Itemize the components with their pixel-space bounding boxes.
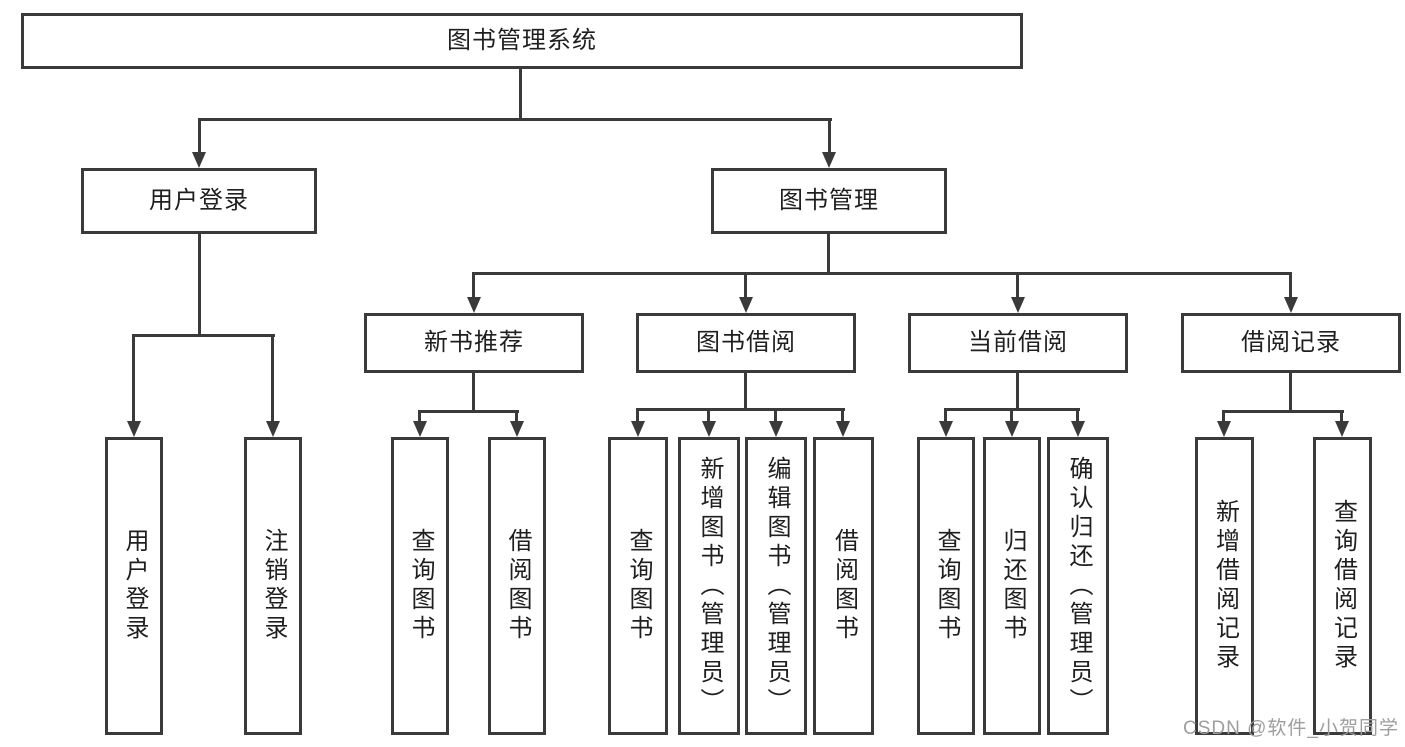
node-borrow-books-leaf: 借阅图书 [813,437,874,735]
connector-drop [744,373,747,411]
connector-line [198,118,201,154]
connector-line [774,408,777,423]
arrow-down-icon [702,421,716,437]
node-query-books-current: 查询图书 [917,437,975,735]
arrow-down-icon [631,421,645,437]
connector-bar [418,410,519,413]
node-user-login-branch: 用户登录 [81,168,317,234]
connector-line [841,408,844,423]
connector-level2-bar [472,272,1292,275]
connector-line [472,272,475,299]
connector-drop [1289,373,1292,413]
connector-line [1222,410,1225,423]
arrow-down-icon [1071,421,1085,437]
arrow-down-icon [510,421,524,437]
arrow-down-icon [413,421,427,437]
arrow-down-icon [939,421,953,437]
connector-line [636,408,639,423]
node-return-books: 归还图书 [983,437,1041,735]
connector-line [132,334,135,423]
connector-line [515,410,518,423]
connector-line [1340,410,1343,423]
connector-line [707,408,710,423]
connector-root-drop [519,69,522,121]
arrow-down-icon [1335,421,1349,437]
connector-user-login-bar [132,334,275,337]
node-query-books-recommend: 查询图书 [391,437,449,735]
node-new-book-recommendation: 新书推荐 [364,313,584,373]
node-add-borrow-record: 新增借阅记录 [1195,437,1254,735]
arrow-down-icon [822,152,836,168]
connector-drop [1016,373,1019,411]
node-logout: 注销登录 [244,437,302,735]
connector-line [1076,408,1079,423]
arrow-down-icon [266,421,280,437]
node-query-books-borrow: 查询图书 [608,437,668,735]
arrow-down-icon [769,421,783,437]
connector-bar [636,408,845,411]
node-confirm-return-admin: 确认归还（管理员） [1047,437,1109,735]
connector-book-mgmt-drop [827,234,830,275]
node-user-login-leaf: 用户登录 [105,437,163,735]
arrow-down-icon [836,421,850,437]
arrow-down-icon [1217,421,1231,437]
arrow-down-icon [1284,297,1298,313]
node-edit-books-admin: 编辑图书（管理员） [745,437,807,735]
connector-line [418,410,421,423]
connector-bar [1222,410,1344,413]
node-book-borrowing: 图书借阅 [636,313,856,373]
connector-line [1010,408,1013,423]
arrow-down-icon [1011,297,1025,313]
node-borrowing-records: 借阅记录 [1181,313,1401,373]
connector-user-login-drop [198,234,201,337]
arrow-down-icon [1005,421,1019,437]
node-borrow-books-recommend: 借阅图书 [488,437,546,735]
connector-line [944,408,947,423]
node-current-borrowing: 当前借阅 [908,313,1128,373]
node-add-books-admin: 新增图书（管理员） [678,437,740,735]
connector-line [828,118,831,154]
connector-level1-bar [198,118,832,121]
connector-line [1016,272,1019,299]
connector-line [744,272,747,299]
node-query-borrow-record: 查询借阅记录 [1313,437,1372,735]
arrow-down-icon [739,297,753,313]
arrow-down-icon [467,297,481,313]
csdn-watermark: CSDN @软件_小贺同学 [1183,718,1399,739]
node-library-management-system: 图书管理系统 [21,13,1023,69]
node-book-management-branch: 图书管理 [711,168,947,234]
connector-drop [472,373,475,413]
connector-line [1289,272,1292,299]
arrow-down-icon [192,152,206,168]
arrow-down-icon [127,421,141,437]
connector-line [271,334,274,423]
